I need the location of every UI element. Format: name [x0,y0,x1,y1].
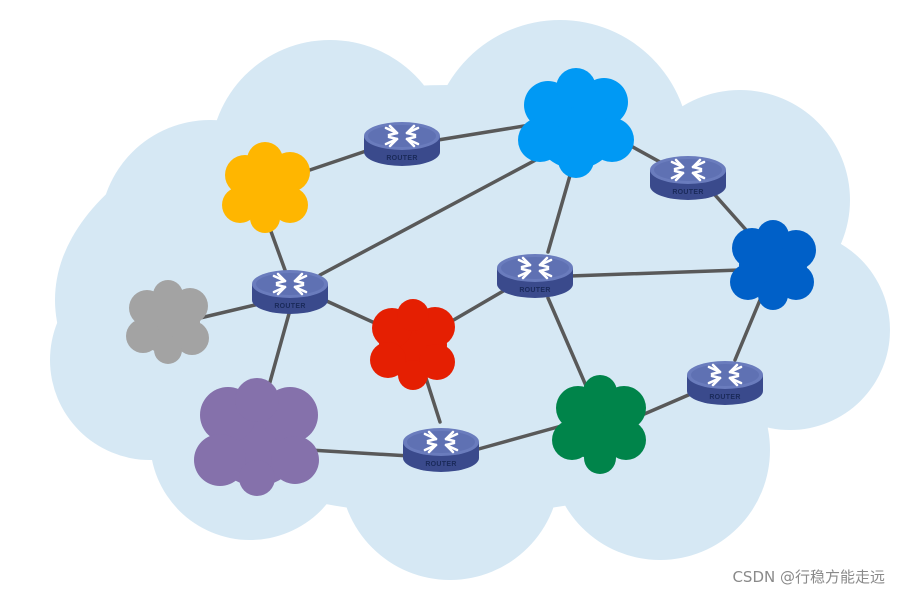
link-purple-router-bottom [308,448,412,458]
router-top-right: ROUTER [648,154,728,202]
dark-blue-network-cloud [730,220,816,310]
link-router-left-lightblue [318,153,547,277]
link-router1-lightblue [436,123,532,142]
link-router-center-green [546,296,592,397]
link-router-left-gray [198,303,257,320]
link-router-center-lightblue [546,163,575,254]
router-center: ROUTER [495,252,575,300]
router-label: ROUTER [519,287,550,294]
link-router-right-darkblue [733,298,762,362]
router-label: ROUTER [425,461,456,468]
router-label: ROUTER [672,189,703,196]
gray-network-cloud [126,280,209,364]
router-top: ROUTER [362,120,442,168]
router-left: ROUTER [250,268,330,316]
light-blue-network-cloud [518,68,634,178]
watermark: CSDN @行稳方能走远 [732,568,885,586]
link-router-bottom-green [473,423,567,452]
red-network-cloud [370,299,455,390]
router-label: ROUTER [274,303,305,310]
green-network-cloud [552,375,646,474]
yellow-network-cloud [222,142,310,233]
link-red-router-bottom [423,373,442,424]
network-links [198,123,762,458]
router-label: ROUTER [709,394,740,401]
router-right: ROUTER [685,359,765,407]
link-router-center-darkblue [568,268,742,278]
router-label: ROUTER [386,155,417,162]
purple-network-cloud [194,378,319,496]
link-red-router-center [443,288,507,327]
router-bottom: ROUTER [401,426,481,474]
